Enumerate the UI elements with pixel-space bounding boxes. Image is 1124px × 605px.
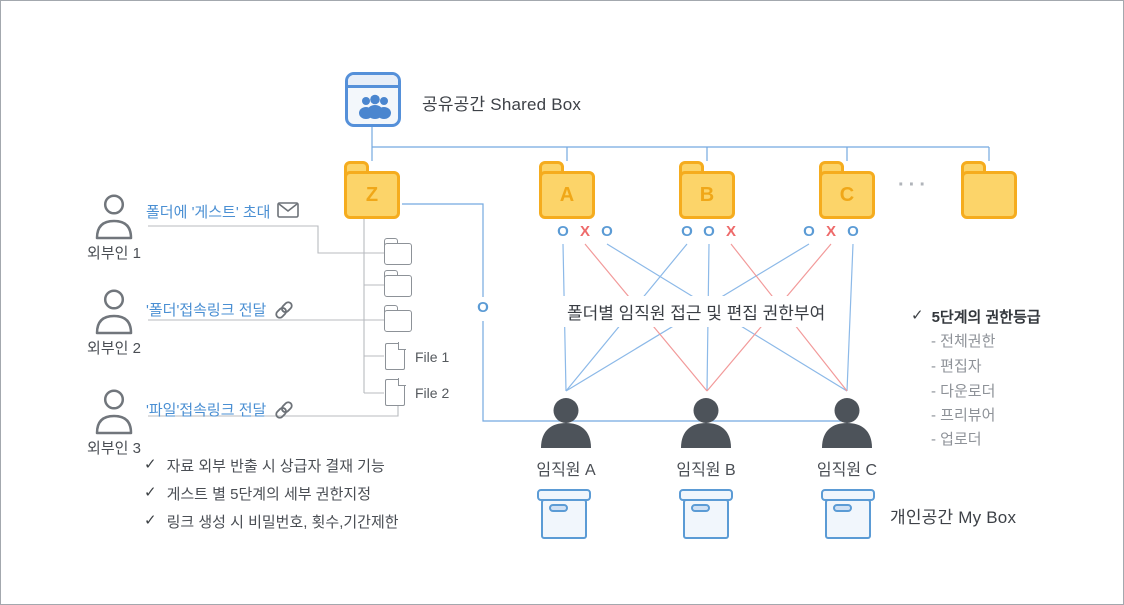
- file-2-label: File 2: [415, 385, 450, 401]
- guest-feature-2-text: 게스트 별 5단계의 세부 권한지정: [166, 486, 371, 503]
- employee-c-label: 임직원 C: [816, 462, 878, 479]
- grades-title: 5단계의 권한등급: [931, 309, 1041, 326]
- external-user-2-icon: [95, 289, 133, 335]
- employee-a-label: 임직원 A: [536, 462, 596, 479]
- perm-a-empB: X: [579, 223, 590, 240]
- link-icon: [275, 401, 293, 419]
- check-icon: ✓: [911, 307, 924, 324]
- perm-b-empA: O: [681, 223, 693, 240]
- file-1-label: File 1: [415, 349, 450, 365]
- folder-extra: [961, 161, 1017, 219]
- folder-extra-body: [961, 171, 1017, 219]
- center-caption: 폴더별 임직원 접근 및 편집 권한부여: [561, 296, 832, 327]
- guest-tree-lines: [148, 219, 399, 417]
- perm-a-empA: O: [557, 223, 569, 240]
- more-folders-ellipsis: ···: [898, 174, 930, 196]
- perm-z-all: O: [477, 299, 489, 316]
- my-box-a-slot: [549, 504, 568, 512]
- perm-c-empC: O: [847, 223, 859, 240]
- external-user-1-label: 외부인 1: [87, 245, 141, 262]
- my-box-b-lid: [679, 489, 733, 501]
- check-icon: ✓: [144, 512, 157, 529]
- external-user-3-icon: [95, 389, 133, 435]
- shared-box-icon: [345, 72, 401, 127]
- perm-c-empB: X: [825, 223, 836, 240]
- perm-b-empC: X: [725, 223, 736, 240]
- employee-a-icon: [541, 398, 591, 448]
- folder-a: A: [539, 161, 595, 219]
- external-user-3-label: 외부인 3: [87, 440, 141, 457]
- check-icon: ✓: [144, 456, 157, 473]
- external-user-1-action: 폴더에 '게스트' 초대: [146, 204, 271, 221]
- my-box-label: 개인공간 My Box: [890, 508, 1017, 527]
- folder-z-letter: Z: [365, 183, 379, 206]
- my-box-c-lid: [821, 489, 875, 501]
- folder-z-access-line: [402, 203, 847, 422]
- guest-feature-3: ✓ 링크 생성 시 비밀번호, 횟수,기간제한: [144, 511, 399, 532]
- grades-title-row: ✓ 5단계의 권한등급: [911, 306, 1041, 327]
- my-box-a-icon: [537, 489, 591, 539]
- file-2-icon: [385, 378, 406, 406]
- external-user-2-action: '폴더'접속링크 전달: [146, 302, 267, 319]
- folder-b-body: B: [679, 171, 735, 219]
- employee-c-icon: [822, 398, 872, 448]
- grade-item-2: - 편집자: [931, 358, 982, 375]
- folder-a-letter: A: [559, 183, 575, 206]
- folder-b-letter: B: [699, 183, 715, 206]
- grade-item-1: - 전체권한: [931, 333, 996, 350]
- guest-feature-2: ✓ 게스트 별 5단계의 세부 권한지정: [144, 483, 371, 504]
- link-icon: [275, 301, 293, 319]
- perm-b-empB: O: [703, 223, 715, 240]
- my-box-c-slot: [833, 504, 852, 512]
- grade-item-3: - 다운로더: [931, 383, 996, 400]
- my-box-b-slot: [691, 504, 710, 512]
- shared-box-lid: [348, 75, 398, 88]
- file-1-icon: [385, 342, 406, 370]
- my-box-c-icon: [821, 489, 875, 539]
- subfolder-3: [384, 305, 412, 332]
- folder-z: Z: [344, 161, 400, 219]
- employee-b-icon: [681, 398, 731, 448]
- external-user-2-label: 외부인 2: [87, 340, 141, 357]
- folder-a-body: A: [539, 171, 595, 219]
- subfolder-1-body: [384, 243, 412, 265]
- guest-feature-1: ✓ 자료 외부 반출 시 상급자 결재 기능: [144, 455, 385, 476]
- folder-c: C: [819, 161, 875, 219]
- check-icon: ✓: [144, 484, 157, 501]
- guest-feature-1-text: 자료 외부 반출 시 상급자 결재 기능: [166, 458, 385, 475]
- external-user-1-icon: [95, 194, 133, 240]
- subfolder-1: [384, 238, 412, 265]
- subfolder-2-body: [384, 275, 412, 297]
- grade-item-5: - 업로더: [931, 431, 982, 448]
- guest-feature-3-text: 링크 생성 시 비밀번호, 횟수,기간제한: [166, 514, 399, 531]
- external-user-3-action: '파일'접속링크 전달: [146, 402, 267, 419]
- employee-b-label: 임직원 B: [676, 462, 736, 479]
- mail-icon: [277, 202, 299, 218]
- shared-box-title: 공유공간 Shared Box: [422, 95, 582, 114]
- folder-z-body: Z: [344, 171, 400, 219]
- folder-b: B: [679, 161, 735, 219]
- grade-item-4: - 프리뷰어: [931, 407, 996, 424]
- shared-box-tree-lines: [371, 127, 990, 161]
- subfolder-3-body: [384, 310, 412, 332]
- subfolder-2: [384, 270, 412, 297]
- folder-c-body: C: [819, 171, 875, 219]
- my-box-a-lid: [537, 489, 591, 501]
- my-box-b-icon: [679, 489, 733, 539]
- perm-c-empA: O: [803, 223, 815, 240]
- people-group-icon: [359, 94, 391, 119]
- folder-c-letter: C: [839, 183, 855, 206]
- perm-a-empC: O: [601, 223, 613, 240]
